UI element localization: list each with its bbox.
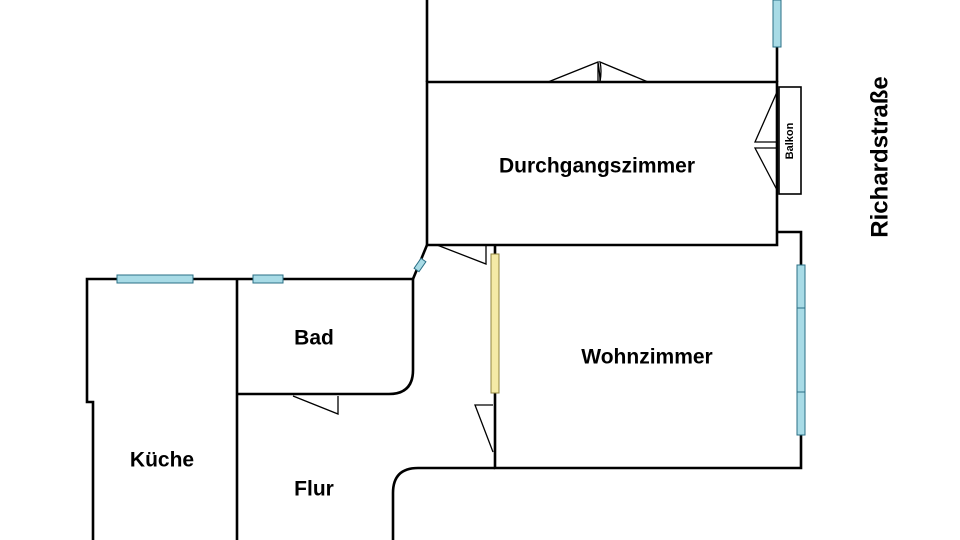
door-bad (292, 395, 339, 415)
wall-wohnzimmer (493, 230, 803, 470)
balcony-box (778, 86, 802, 195)
room-label-flur: Flur (294, 478, 334, 501)
wall-upper-room (425, 0, 779, 82)
window-wohnzimmer (796, 264, 806, 436)
window-diagonal (413, 257, 427, 273)
wall-durchgangszimmer (425, 80, 779, 247)
room-label-kueche: Küche (130, 449, 194, 472)
window-kueche (116, 274, 194, 284)
balcony: Balkon (778, 86, 802, 195)
street-label: Richardstraße (866, 76, 893, 237)
walls (85, 0, 803, 540)
door-durchgang-lower (436, 244, 487, 265)
windows (116, 0, 806, 436)
wall-corridor-lower (391, 466, 495, 540)
door-wohnzimmer (474, 404, 494, 453)
door-double-top (547, 60, 649, 83)
door-balcony (753, 91, 778, 191)
balcony-label: Balkon (784, 122, 796, 159)
room-label-wohnzimmer: Wohnzimmer (581, 346, 712, 369)
wall-kueche (85, 277, 237, 540)
wall-bad (237, 277, 415, 396)
window-bad (252, 274, 284, 284)
room-label-durchgangszimmer: Durchgangszimmer (499, 155, 695, 178)
doors (292, 60, 778, 453)
sliding-door (490, 253, 500, 394)
window-upper-room (772, 0, 782, 48)
room-label-bad: Bad (294, 327, 334, 350)
